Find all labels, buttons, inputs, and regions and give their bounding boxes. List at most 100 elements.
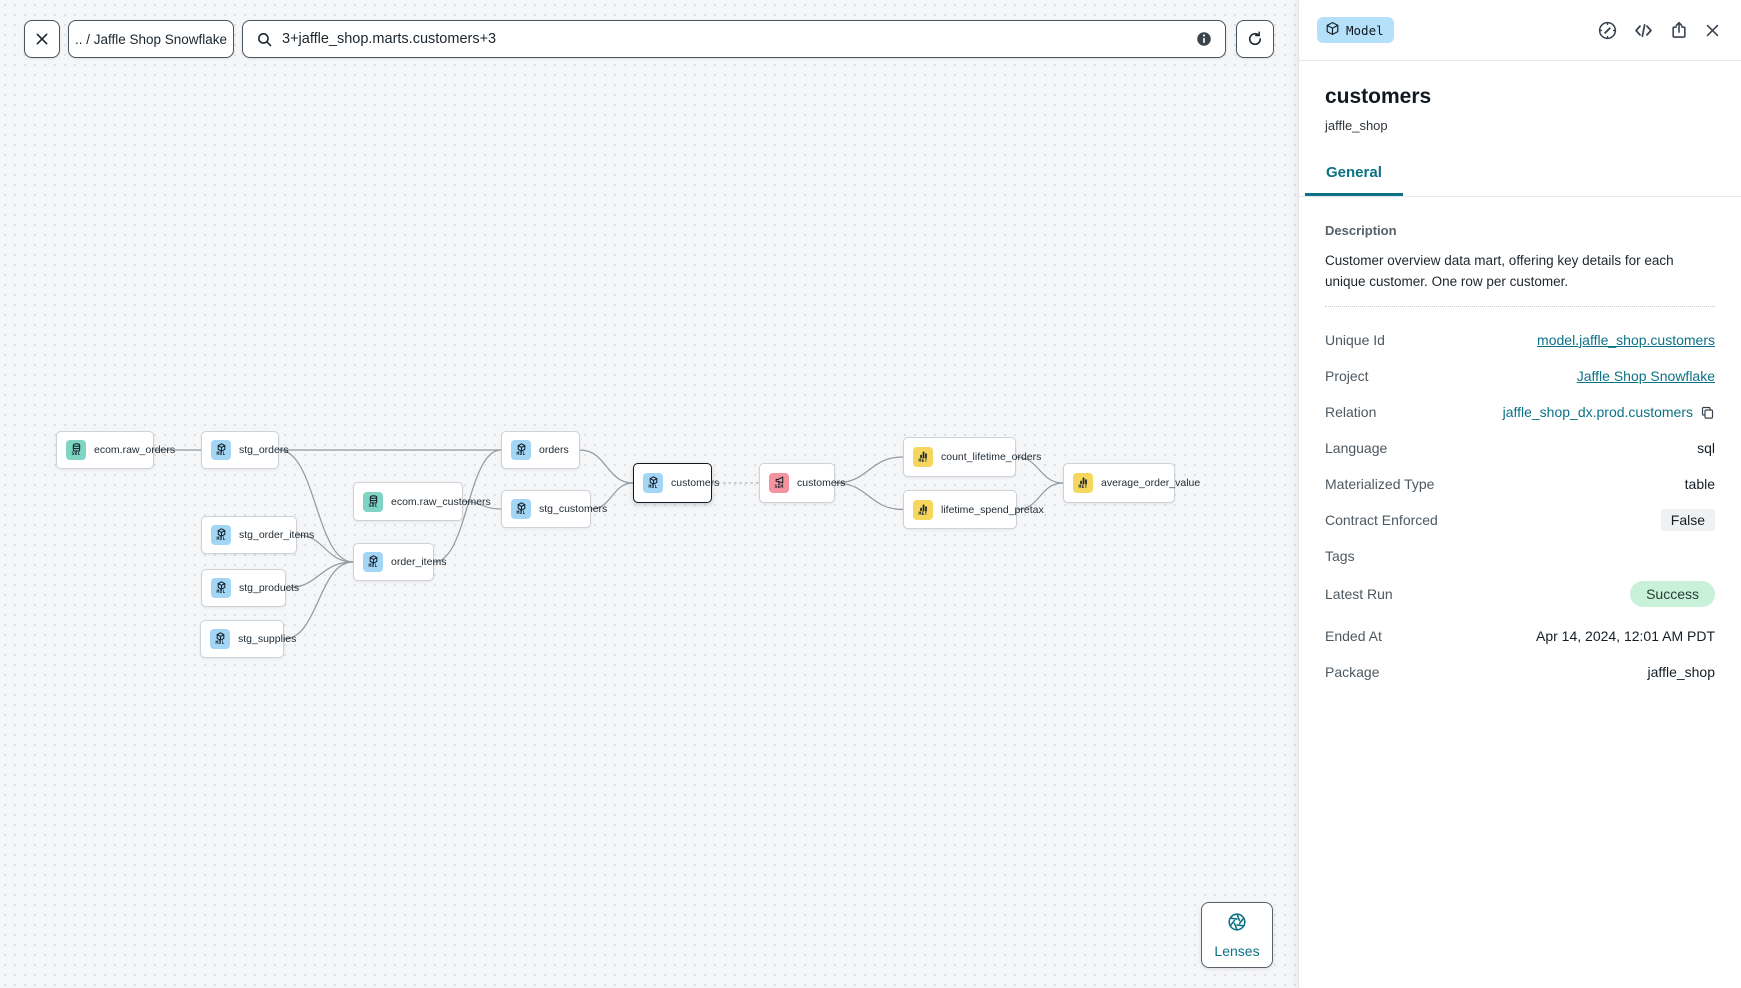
field-value: table (1684, 475, 1715, 492)
graph-node-stg_orders[interactable]: MDL stg_orders (201, 431, 289, 469)
field-label: Package (1325, 663, 1380, 680)
node-label: count_lifetime_orders (941, 451, 1042, 463)
graph-node-order_items[interactable]: MDL order_items (353, 543, 446, 581)
node-label: stg_products (239, 582, 300, 594)
metric-icon: MET (1073, 473, 1093, 493)
graph-node-lifetime_spend_pretax[interactable]: MET lifetime_spend_pretax (903, 490, 1044, 529)
panel-header: Model (1299, 0, 1741, 61)
node-label: stg_supplies (238, 633, 297, 645)
field-value: False (1660, 508, 1715, 531)
model-icon: MDL (511, 499, 531, 519)
model-icon: MDL (211, 578, 231, 598)
copy-icon[interactable] (1700, 405, 1715, 420)
node-label: ecom.raw_customers (391, 495, 491, 508)
resource-type-label: Model (1346, 22, 1384, 38)
field-row-materialized-type: Materialized Type table (1325, 473, 1715, 495)
field-label: Relation (1325, 403, 1377, 420)
refresh-icon (1246, 30, 1264, 48)
graph-node-stg_customers[interactable]: MDL stg_customers (501, 490, 607, 528)
code-icon[interactable] (1633, 20, 1654, 41)
model-icon: MDL (210, 629, 230, 649)
breadcrumb[interactable]: .. / Jaffle Shop Snowflake (68, 20, 234, 58)
field-value[interactable]: model.jaffle_shop.customers (1537, 331, 1715, 348)
description-heading: Description (1325, 223, 1397, 238)
page-title: customers (1325, 85, 1432, 108)
graph-node-average_order_value[interactable]: MET average_order_value (1063, 463, 1200, 503)
field-row-package: Package jaffle_shop (1325, 661, 1715, 683)
model-icon: MDL (211, 440, 231, 460)
aperture-icon (1226, 911, 1248, 938)
metric-icon: MET (913, 499, 933, 520)
divider (1325, 305, 1715, 307)
close-panel-icon[interactable] (1704, 22, 1721, 39)
model-icon: MDL (511, 440, 531, 460)
graph-node-customers[interactable]: MDL customers (633, 463, 719, 503)
graph-node-customers_sem[interactable]: SEM customers (759, 463, 845, 503)
lenses-button[interactable]: Lenses (1201, 902, 1273, 968)
refresh-button[interactable] (1236, 20, 1274, 58)
graph-node-raw_customers[interactable]: SRC ecom.raw_customers (353, 482, 491, 521)
node-label: stg_order_items (239, 529, 315, 541)
model-icon: MDL (643, 473, 663, 493)
field-label: Materialized Type (1325, 475, 1435, 492)
info-icon[interactable] (1195, 30, 1213, 48)
search-icon (256, 31, 273, 48)
field-row-latest-run: Latest Run Success (1325, 580, 1715, 607)
field-row-tags: Tags (1325, 545, 1715, 567)
close-lineage-button[interactable] (24, 20, 60, 58)
lineage-search[interactable] (242, 20, 1226, 58)
source-icon: SRC (363, 491, 383, 512)
graph-node-count_lifetime_orders[interactable]: MET count_lifetime_orders (903, 437, 1041, 477)
model-icon: MDL (211, 525, 231, 545)
field-row-ended-at: Ended At Apr 14, 2024, 12:01 AM PDT (1325, 625, 1715, 647)
breadcrumb-label: .. / Jaffle Shop Snowflake (74, 31, 228, 47)
field-label: Ended At (1325, 627, 1382, 644)
model-icon: MDL (363, 552, 383, 572)
cube-icon (1325, 21, 1340, 39)
field-value: jaffle_shop_dx.prod.customers (1503, 404, 1715, 420)
tab-general[interactable]: General (1305, 164, 1403, 196)
field-label: Project (1325, 367, 1369, 384)
explore-compass-icon[interactable] (1597, 20, 1618, 41)
node-label: lifetime_spend_pretax (941, 503, 1044, 516)
field-label: Tags (1325, 547, 1355, 564)
field-row-relation: Relation jaffle_shop_dx.prod.customers (1325, 401, 1715, 423)
semantic_model-icon: SEM (769, 473, 789, 493)
node-label: customers (671, 477, 720, 489)
node-label: ecom.raw_orders (94, 444, 176, 456)
node-label: customers (797, 477, 846, 489)
description-text: Customer overview data mart, offering ke… (1325, 253, 1674, 289)
source-icon: SRC (66, 440, 86, 460)
metric-icon: MET (913, 447, 933, 467)
field-label: Latest Run (1325, 585, 1393, 602)
node-label: average_order_value (1101, 477, 1201, 489)
field-value: sql (1697, 439, 1715, 456)
node-label: stg_orders (239, 444, 289, 456)
field-row-contract-enforced: Contract Enforced False (1325, 508, 1715, 531)
close-icon (34, 31, 50, 47)
field-value: Apr 14, 2024, 12:01 AM PDT (1536, 627, 1715, 644)
field-value[interactable]: Jaffle Shop Snowflake (1576, 367, 1715, 384)
node-label: order_items (391, 556, 447, 568)
field-label: Unique Id (1325, 331, 1385, 348)
search-input[interactable] (282, 31, 1186, 47)
graph-node-raw_orders[interactable]: SRC ecom.raw_orders (56, 431, 175, 469)
lenses-label: Lenses (1214, 943, 1260, 959)
graph-node-stg_products[interactable]: MDL stg_products (201, 569, 299, 607)
field-row-project: Project Jaffle Shop Snowflake (1325, 365, 1715, 387)
graph-node-stg_order_items[interactable]: MDL stg_order_items (201, 516, 314, 554)
field-value: jaffle_shop (1647, 663, 1715, 680)
status-badge: Success (1630, 580, 1715, 607)
field-label: Contract Enforced (1325, 511, 1438, 528)
field-row-unique-id: Unique Id model.jaffle_shop.customers (1325, 329, 1715, 351)
graph-node-stg_supplies[interactable]: MDL stg_supplies (200, 620, 296, 658)
tab-bar: General (1299, 164, 1741, 197)
node-label: stg_customers (539, 503, 608, 515)
page-subtitle: jaffle_shop (1325, 118, 1388, 133)
share-icon[interactable] (1669, 20, 1689, 40)
details-panel: Model (1298, 0, 1741, 988)
